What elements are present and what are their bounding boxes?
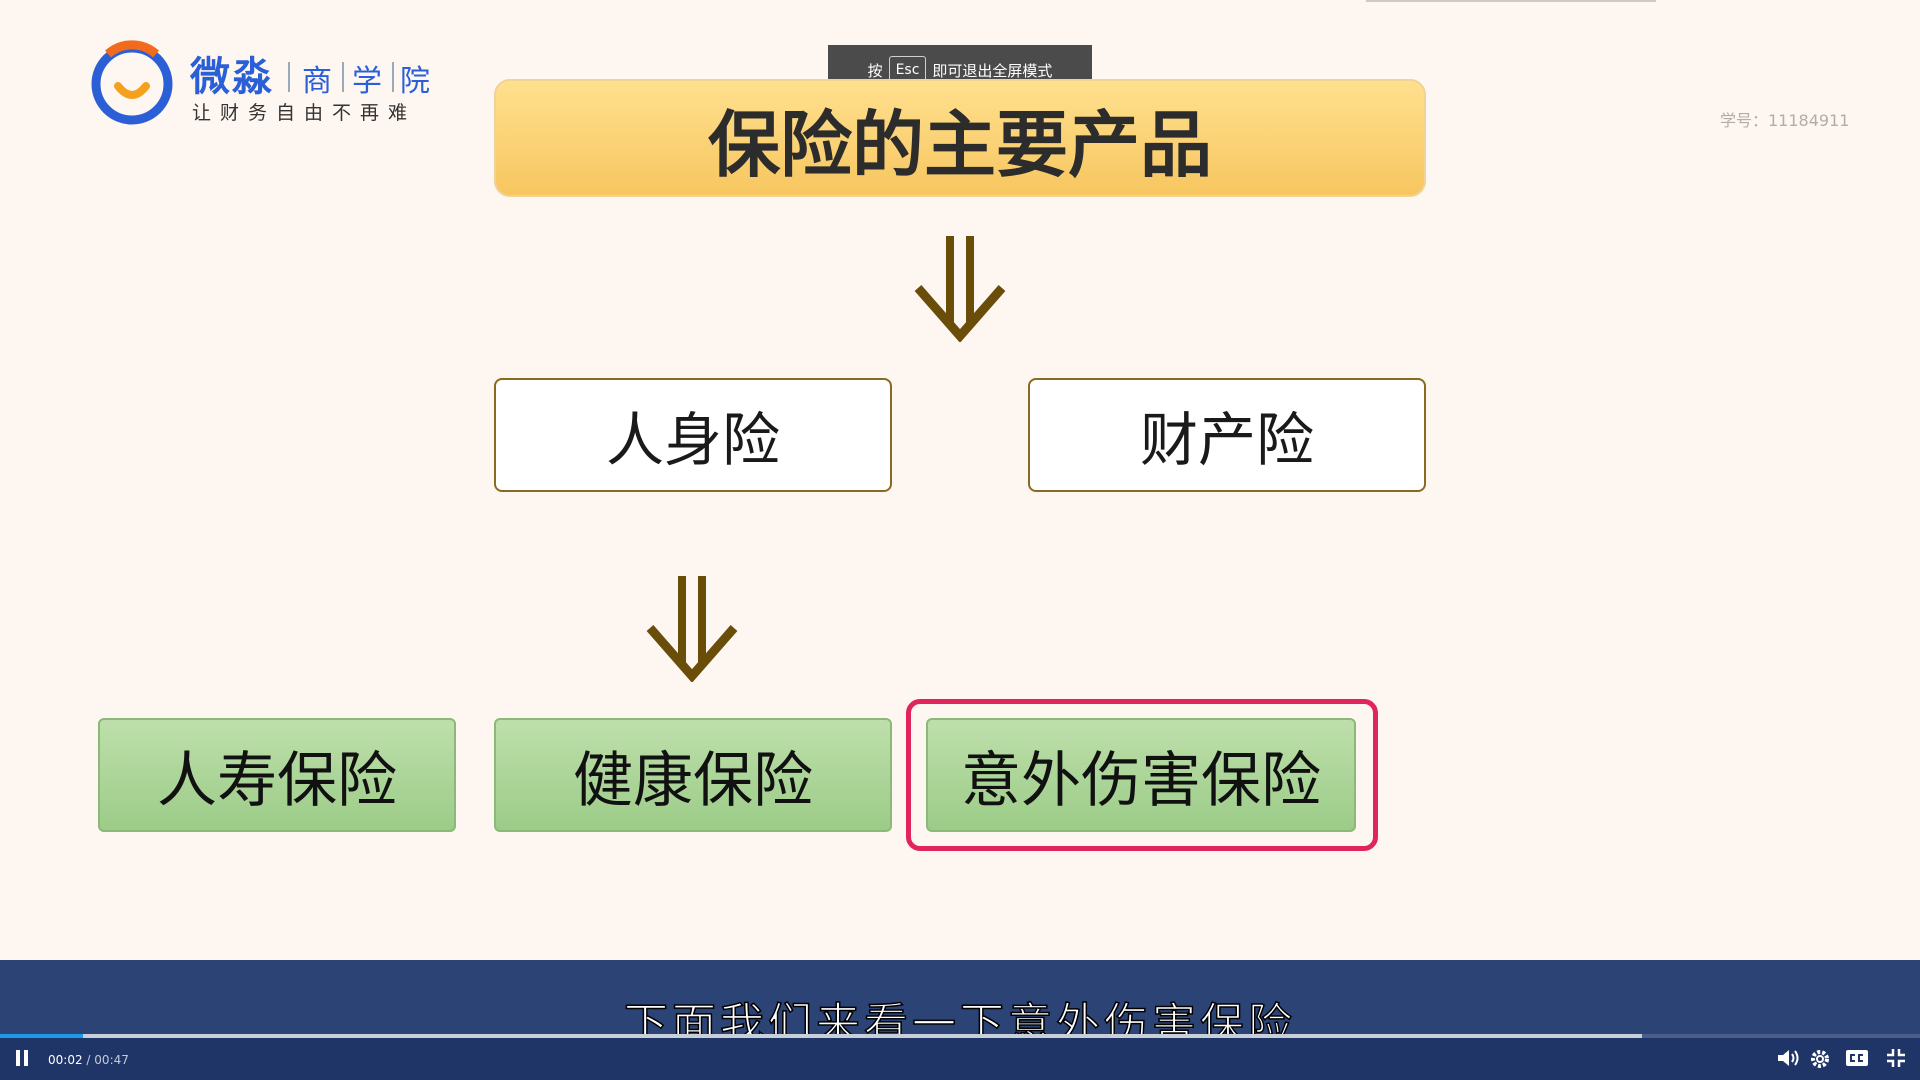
progress-buffered bbox=[0, 1034, 1642, 1038]
highlight-frame bbox=[906, 699, 1378, 851]
progress-bar[interactable] bbox=[0, 1034, 1920, 1038]
settings-gear-icon[interactable] bbox=[1809, 1048, 1831, 1070]
current-time: 00:02 bbox=[48, 1053, 83, 1067]
logo-ring-icon bbox=[91, 40, 173, 125]
subtitle-text: 下面我们来看一下意外伤害保险 bbox=[623, 998, 1296, 1040]
product-accident-insurance: 意外伤害保险 bbox=[926, 718, 1356, 832]
logo-word: 院 bbox=[400, 64, 430, 99]
logo-divider bbox=[342, 62, 344, 92]
presentation-slide: 微淼 商 学 院 让财务自由不再难 学号：11184911 按 Esc 即可退出… bbox=[90, 0, 1850, 851]
diagram-title: 保险的主要产品 bbox=[494, 79, 1426, 197]
double-down-arrow-icon bbox=[914, 236, 1006, 342]
logo-divider bbox=[288, 62, 290, 92]
captions-icon[interactable] bbox=[1845, 1048, 1869, 1068]
logo: 微淼 商 学 院 让财务自由不再难 bbox=[90, 34, 440, 130]
esc-hint-suffix: 即可退出全屏模式 bbox=[932, 61, 1053, 80]
top-edge-bar bbox=[1366, 0, 1656, 2]
logo-word: 商 bbox=[302, 64, 332, 99]
logo-brand-name: 微淼 bbox=[190, 54, 274, 100]
logo-slogan: 让财务自由不再难 bbox=[192, 102, 417, 124]
subtitle-band: 下面我们来看一下意外伤害保险 bbox=[0, 960, 1920, 1040]
progress-played bbox=[0, 1034, 83, 1038]
pause-bar bbox=[24, 1050, 28, 1066]
duration: 00:47 bbox=[94, 1053, 129, 1067]
product-health-insurance: 健康保险 bbox=[494, 718, 892, 832]
double-down-arrow-icon bbox=[646, 576, 738, 682]
volume-icon[interactable] bbox=[1776, 1048, 1800, 1068]
esc-hint-prefix: 按 bbox=[867, 61, 883, 80]
pause-bar bbox=[16, 1050, 20, 1066]
logo-word: 学 bbox=[352, 64, 382, 99]
product-life-insurance: 人寿保险 bbox=[98, 718, 456, 832]
student-id: 学号：11184911 bbox=[1720, 111, 1850, 130]
pause-button[interactable] bbox=[16, 1050, 36, 1072]
video-controls: 00:02 / 00:47 bbox=[0, 1034, 1920, 1080]
category-property-insurance: 财产险 bbox=[1028, 378, 1426, 492]
category-personal-insurance: 人身险 bbox=[494, 378, 892, 492]
time-separator: / bbox=[86, 1053, 91, 1067]
logo-divider bbox=[392, 62, 394, 92]
time-display: 00:02 / 00:47 bbox=[48, 1053, 129, 1067]
exit-fullscreen-icon[interactable] bbox=[1886, 1048, 1906, 1068]
